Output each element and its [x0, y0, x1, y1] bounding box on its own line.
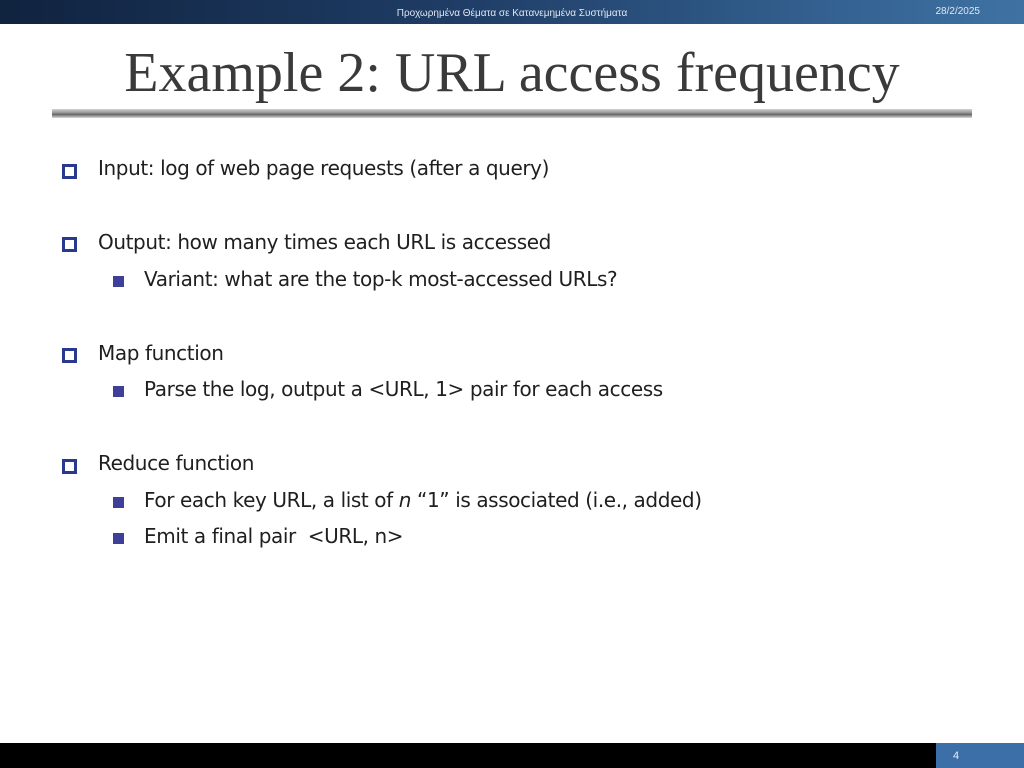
bullet-item: Output: how many times each URL is acces… [98, 230, 551, 254]
sub-bullet-text-italic: n [398, 488, 412, 512]
sub-bullet-text-after: “1” is associated (i.e., added) [411, 488, 702, 512]
hollow-square-bullet-icon [62, 237, 77, 252]
course-title: Προχωρημένα Θέματα σε Κατανεμημένα Συστή… [396, 8, 628, 19]
page-number: 4 [952, 750, 960, 762]
bullet-item: Reduce function [98, 451, 255, 475]
header-bar [0, 0, 1024, 24]
slide-date: 28/2/2025 [935, 6, 981, 17]
sub-bullet-item: Parse the log, output a <URL, 1> pair fo… [144, 377, 663, 401]
bullet-item: Input: log of web page requests (after a… [98, 156, 550, 180]
hollow-square-bullet-icon [62, 459, 77, 474]
filled-square-bullet-icon [113, 497, 124, 508]
sub-bullet-text-before: For each key URL, a list of [144, 488, 399, 512]
hollow-square-bullet-icon [62, 164, 77, 179]
hollow-square-bullet-icon [62, 348, 77, 363]
slide-content: Input: log of web page requests (after a… [62, 156, 702, 548]
filled-square-bullet-icon [113, 386, 124, 397]
filled-square-bullet-icon [113, 533, 124, 544]
title-divider [52, 109, 972, 118]
slide-title: Example 2: URL access frequency [124, 42, 900, 104]
bullet-item: Map function [98, 341, 224, 365]
sub-bullet-item: Emit a final pair <URL, n> [144, 524, 404, 548]
sub-bullet-item: For each key URL, a list of n “1” is ass… [144, 488, 702, 512]
footer-bar [0, 743, 1024, 768]
sub-bullet-item: Variant: what are the top-k most-accesse… [144, 267, 618, 291]
filled-square-bullet-icon [113, 276, 124, 287]
page-number-box [936, 743, 1024, 768]
